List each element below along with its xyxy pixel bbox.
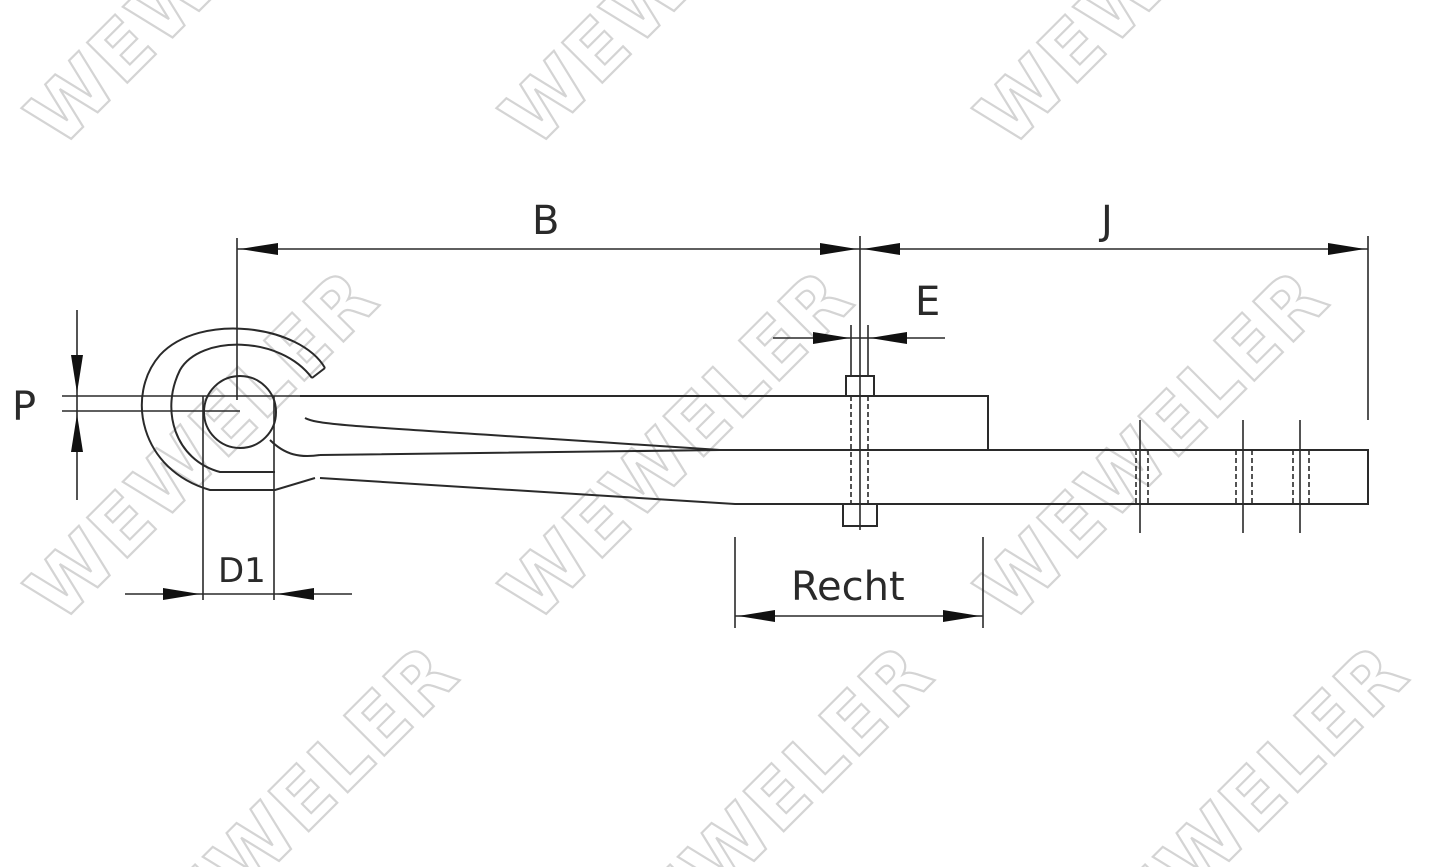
dimension-label-b: B [532, 198, 559, 244]
dimension-label-recht: Recht [791, 564, 905, 610]
leaf-holes [1135, 420, 1310, 533]
dimension-b: B [236, 198, 860, 400]
dimension-label-j: J [1098, 198, 1113, 244]
watermark-text: WEWELER [10, 0, 396, 163]
dimension-j: J [860, 198, 1369, 420]
watermark-text: WEWELER [565, 628, 951, 867]
watermark-text: WEWELER [485, 0, 871, 163]
watermark-text: WEWELER [90, 628, 476, 867]
dimension-p: P [12, 310, 330, 500]
dimension-label-d1: D1 [218, 551, 266, 591]
watermark-layer: WEWELER WEWELER WEWELER WEWELER WEWELER … [9, 0, 1427, 867]
watermark-text: WEWELER [960, 0, 1346, 163]
dimension-recht: Recht [734, 537, 984, 628]
dimension-label-e: E [915, 279, 940, 325]
center-bolt [842, 375, 878, 527]
dimension-e: E [773, 279, 945, 375]
spring-eye [140, 327, 326, 491]
dimension-d1: D1 [125, 396, 352, 600]
watermark-text: WEWELER [960, 253, 1346, 639]
dimension-label-p: P [12, 384, 36, 430]
watermark-text: WEWELER [1040, 628, 1426, 867]
